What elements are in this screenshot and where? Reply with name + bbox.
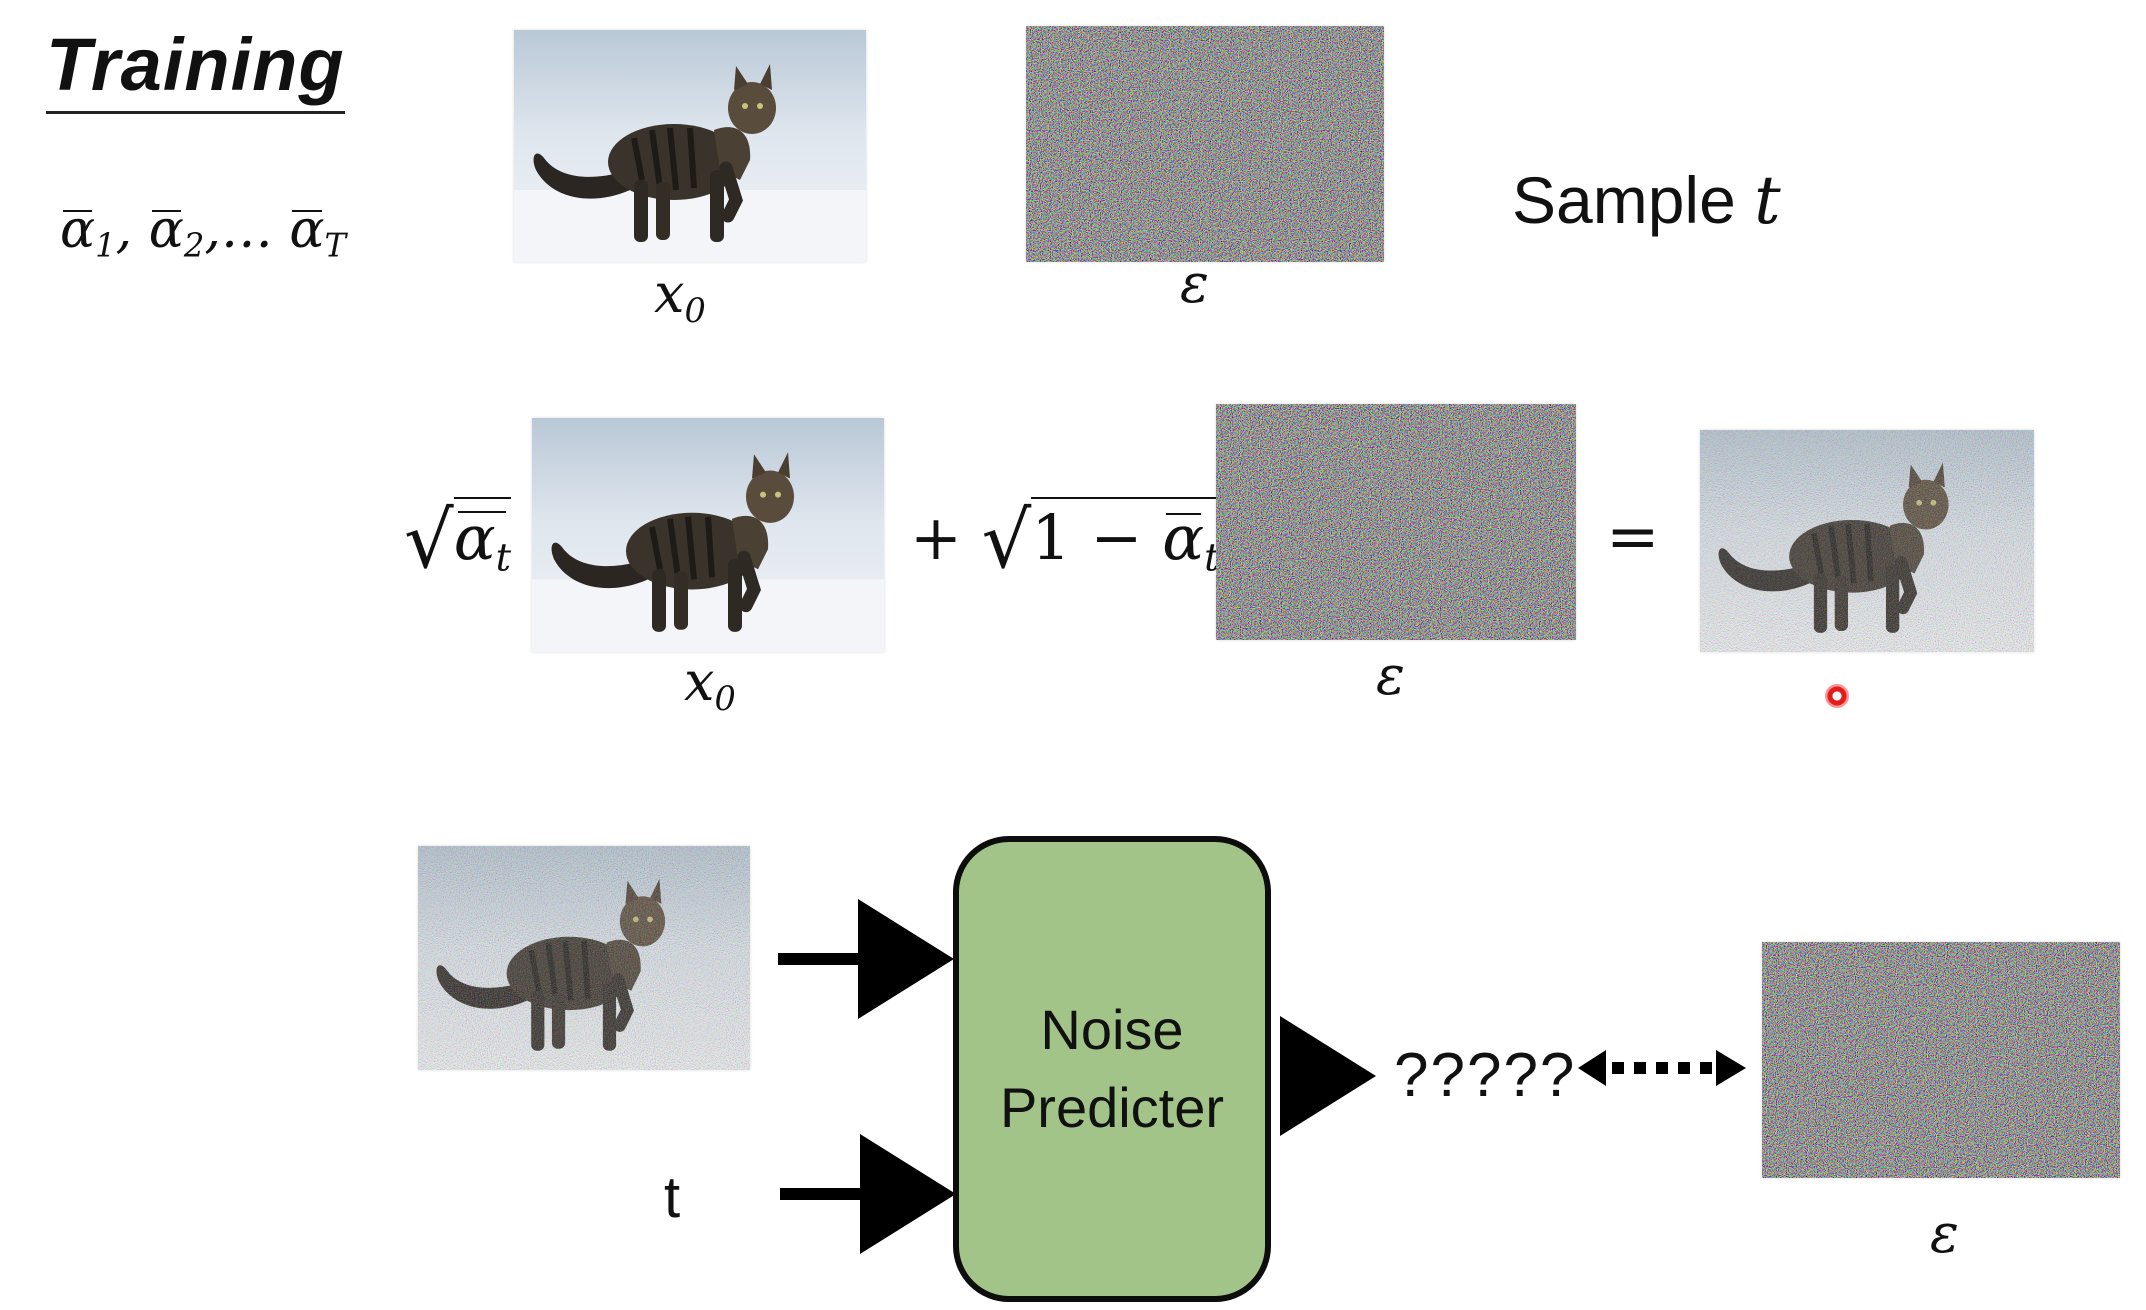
epsilon-label-row2: ε xyxy=(1376,644,1405,707)
cat-image-row1 xyxy=(514,30,866,262)
noise-pattern-icon xyxy=(1216,404,1576,640)
sqrt-one-minus-alpha-bar-t: + √1 − αt xyxy=(910,496,1220,586)
laser-pointer-icon xyxy=(1825,684,1849,708)
noisy-cat-photo-icon xyxy=(418,846,750,1070)
cat-photo-icon xyxy=(532,418,884,652)
noisy-cat-image-row3 xyxy=(418,846,750,1070)
cat-photo-icon xyxy=(514,30,866,262)
sample-t-label: Sample t xyxy=(1512,162,1781,239)
noisy-cat-photo-icon xyxy=(1700,430,2034,652)
slide-title: Training xyxy=(46,22,345,114)
predicted-output-label: ????? xyxy=(1394,1041,1577,1110)
noise-pattern-icon xyxy=(1762,942,2120,1178)
epsilon-label-row3: ε xyxy=(1930,1202,1959,1265)
noise-predictor-box: Noise Predicter xyxy=(953,836,1271,1302)
noise-pattern-icon xyxy=(1026,26,1384,262)
alpha-bar-sequence: α1, α2,… αT xyxy=(60,200,347,265)
noisy-cat-image-row2 xyxy=(1700,430,2034,652)
x0-label-row2: x0 xyxy=(684,650,736,719)
noise-image-row3 xyxy=(1762,942,2120,1178)
noise-image-row2 xyxy=(1216,404,1576,640)
predictor-label-line1: Noise xyxy=(1040,998,1184,1061)
noise-image-row1 xyxy=(1026,26,1384,262)
x0-label-row1: x0 xyxy=(654,262,706,331)
cat-image-row2 xyxy=(532,418,884,652)
dotted-compare-arrow xyxy=(1578,1050,1746,1086)
equals-sign: = xyxy=(1606,500,1660,574)
sqrt-alpha-bar-t: √αt xyxy=(404,496,512,586)
t-input-label: t xyxy=(664,1165,681,1230)
epsilon-label-row1: ε xyxy=(1180,252,1209,315)
predictor-label-line2: Predicter xyxy=(999,1076,1225,1139)
